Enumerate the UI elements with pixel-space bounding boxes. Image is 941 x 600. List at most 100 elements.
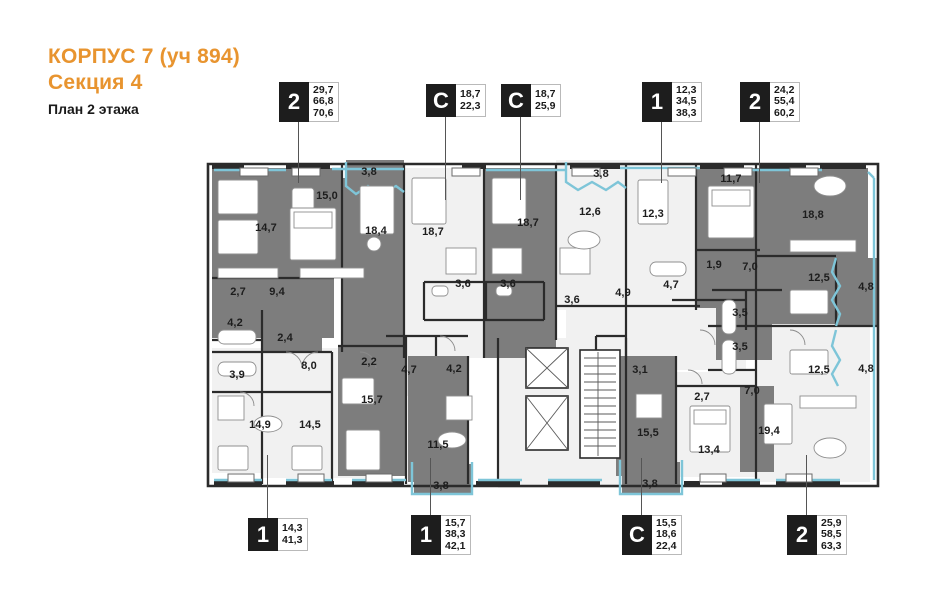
room-area-label: 14,9 — [249, 419, 271, 431]
floor-subtitle: План 2 этажа — [48, 101, 139, 117]
building-title: КОРПУС 7 (уч 894) — [48, 45, 240, 68]
apartment-area-value: 15,7 — [445, 516, 466, 529]
apartment-tag-leader-line — [520, 117, 521, 200]
room-area-label: 3,5 — [732, 341, 748, 353]
apartment-type-badge: С — [501, 84, 531, 117]
apartment-tag-leader-line — [430, 458, 431, 515]
room-area-label: 13,4 — [698, 444, 720, 456]
apartment-type-badge: 1 — [642, 82, 672, 122]
apartment-area-value: 15,5 — [656, 516, 677, 529]
apartment-type-badge: 2 — [740, 82, 770, 122]
apartment-area-value: 41,3 — [282, 533, 303, 546]
room-area-label: 19,4 — [758, 425, 780, 437]
room-area-label: 3,9 — [229, 369, 245, 381]
room-area-label: 3,8 — [642, 478, 658, 490]
room-area-label: 14,7 — [255, 222, 277, 234]
room-area-label: 18,7 — [422, 226, 444, 238]
apartment-tag-leader-line — [298, 122, 299, 183]
room-area-label: 4,2 — [446, 363, 462, 375]
apartment-area-value: 29,7 — [313, 83, 334, 96]
room-area-label: 2,7 — [230, 286, 246, 298]
room-area-label: 18,8 — [802, 209, 824, 221]
apartment-area-value: 55,4 — [774, 95, 795, 108]
apartment-area-value: 38,3 — [676, 106, 697, 119]
apartment-area-value: 22,4 — [656, 539, 677, 552]
room-area-label: 14,5 — [299, 419, 321, 431]
room-area-label: 7,0 — [744, 385, 760, 397]
apartment-tag-leader-line — [806, 455, 807, 515]
room-area-label: 11,5 — [427, 439, 449, 451]
room-area-label: 4,7 — [401, 364, 417, 376]
room-area-label: 4,8 — [858, 281, 874, 293]
apartment-tag-leader-line — [445, 117, 446, 200]
room-area-label: 7,0 — [742, 261, 758, 273]
room-area-label: 2,7 — [694, 391, 710, 403]
apartment-type-badge: С — [426, 84, 456, 117]
room-area-label: 4,8 — [858, 363, 874, 375]
apartment-area-value: 63,3 — [821, 539, 842, 552]
apartment-type-badge: 2 — [787, 515, 817, 555]
room-area-label: 18,4 — [365, 225, 387, 237]
apartment-tag-leader-line — [661, 122, 662, 183]
apartment-tag-leader-line — [267, 455, 268, 518]
apartment-area-value: 18,6 — [656, 528, 677, 541]
room-area-label: 3,5 — [732, 307, 748, 319]
room-area-label: 3,1 — [632, 364, 648, 376]
apartment-area-value: 60,2 — [774, 106, 795, 119]
apartment-area-value: 22,3 — [460, 99, 481, 112]
apartment-type-badge: 1 — [248, 518, 278, 551]
apartment-area-value: 42,1 — [445, 539, 466, 552]
room-area-label: 11,7 — [720, 173, 742, 185]
room-area-label: 4,7 — [663, 279, 679, 291]
apartment-area-value: 18,7 — [535, 88, 556, 100]
apartment-area-value: 66,8 — [313, 95, 334, 108]
room-area-label: 3,6 — [564, 294, 580, 306]
apartment-area-value: 18,7 — [460, 88, 481, 100]
page-title-block: КОРПУС 7 (уч 894) Секция 4 План 2 этажа — [48, 44, 240, 120]
room-area-label: 9,4 — [269, 286, 285, 298]
apartment-area-value: 25,9 — [821, 516, 842, 529]
apartment-area-value: 34,5 — [676, 95, 697, 108]
apartment-area-value: 25,9 — [535, 99, 556, 112]
room-area-label: 12,5 — [808, 364, 830, 376]
apartment-area-value: 14,3 — [282, 522, 303, 534]
apartment-type-badge: 2 — [279, 82, 309, 122]
room-area-label: 4,2 — [227, 317, 243, 329]
room-area-label: 15,5 — [637, 427, 659, 439]
apartment-tag-leader-line — [641, 458, 642, 515]
room-area-label: 12,3 — [642, 208, 664, 220]
apartment-tag-leader-line — [759, 122, 760, 183]
apartment-area-value: 38,3 — [445, 528, 466, 541]
room-area-label: 12,5 — [808, 272, 830, 284]
section-title: Секция 4 — [48, 71, 143, 94]
room-area-label: 3,6 — [500, 278, 516, 290]
apartment-area-value: 58,5 — [821, 528, 842, 541]
apartment-area-value: 70,6 — [313, 106, 334, 119]
room-area-label: 3,8 — [361, 166, 377, 178]
room-area-label: 12,6 — [579, 206, 601, 218]
room-area-label: 3,6 — [455, 278, 471, 290]
room-area-label: 1,9 — [706, 259, 722, 271]
room-area-label: 2,2 — [361, 356, 377, 368]
room-area-label: 3,8 — [433, 480, 449, 492]
apartment-type-badge: 1 — [411, 515, 441, 555]
